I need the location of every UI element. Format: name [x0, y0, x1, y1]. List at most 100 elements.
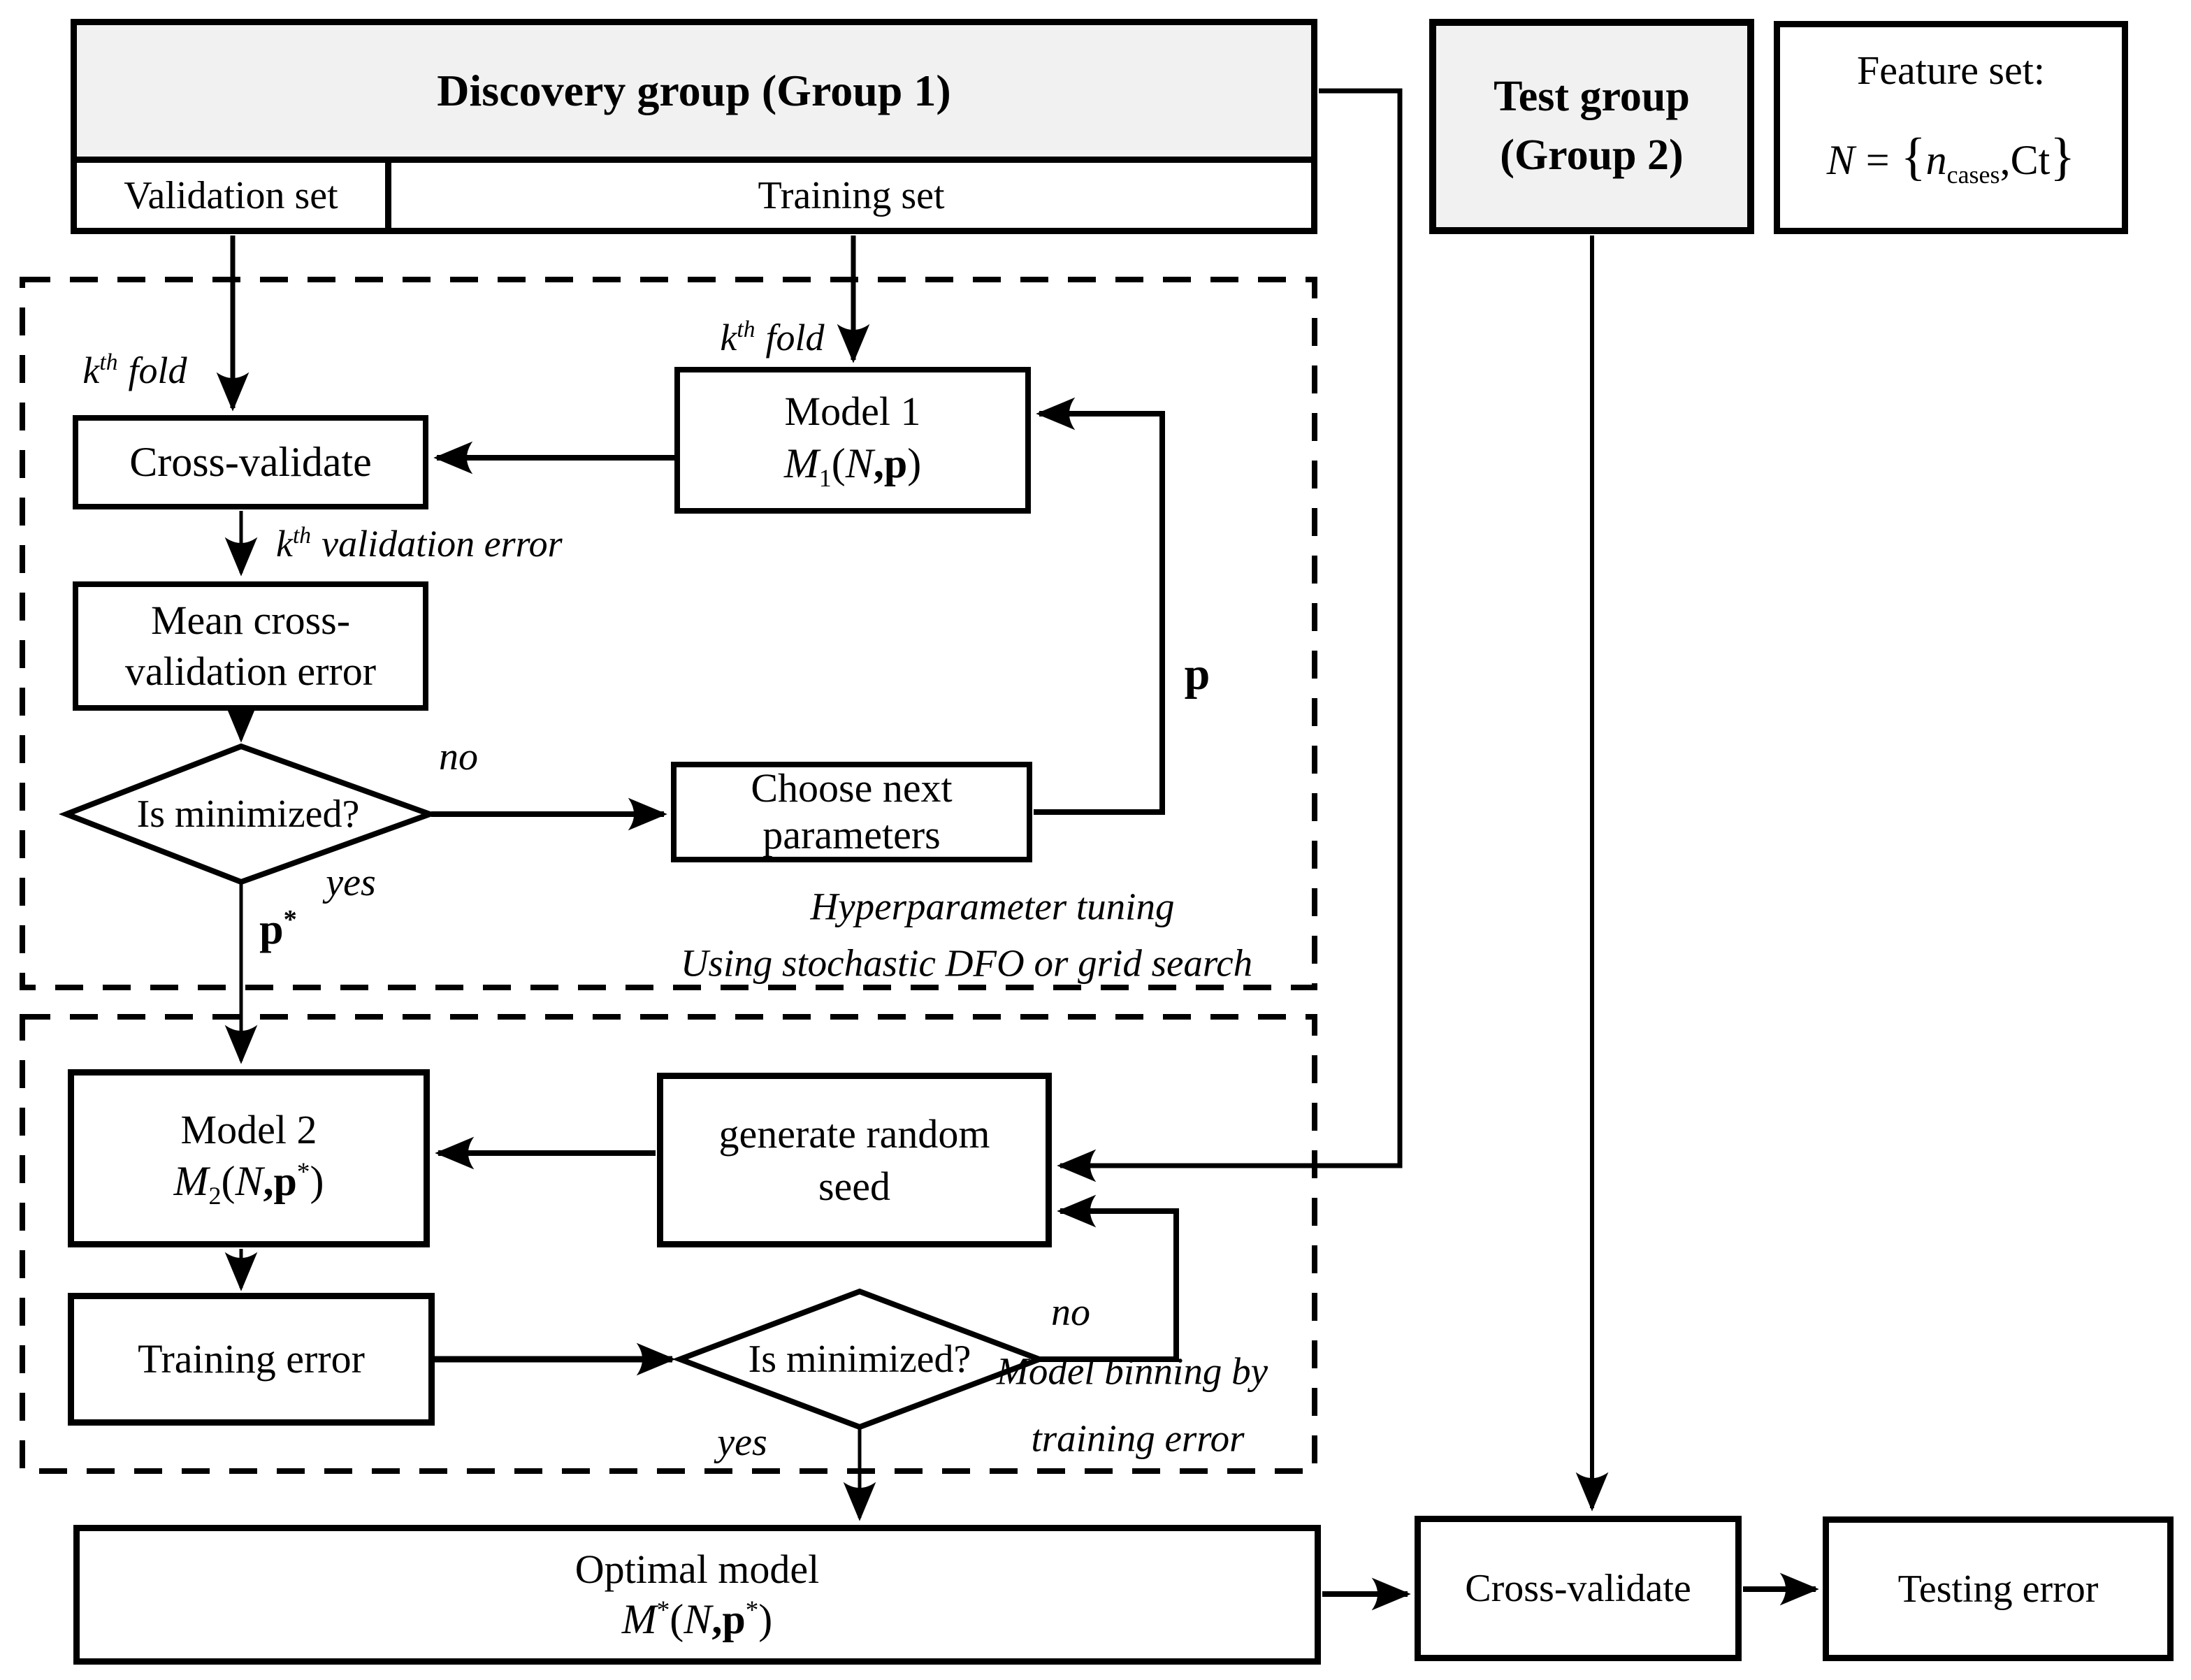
optimal-model-formula: M*(N,p*) — [622, 1594, 773, 1644]
discovery-group-table: Discovery group (Group 1) Validation set… — [71, 19, 1317, 234]
cross-validate-box-2: Cross-validate — [1415, 1516, 1742, 1661]
tuning-caption-line1: Hyperparameter tuning — [810, 885, 1175, 928]
model-1-close: ) — [907, 440, 922, 486]
model-2-open: ( — [221, 1158, 236, 1205]
kth-fold-right-sup: th — [737, 317, 755, 342]
optimal-msup: * — [656, 1595, 670, 1625]
diamond-1-no-label: no — [439, 735, 478, 779]
feature-set-box: Feature set: N={ncases,Ct} — [1774, 21, 2128, 234]
diamond-1-label: Is minimized? — [136, 792, 360, 836]
arrow-discovery-to-seed — [1057, 88, 1403, 1182]
feature-symbol-n: n — [1925, 136, 1947, 183]
training-error-label: Training error — [138, 1335, 365, 1382]
kth-fold-left-sup: th — [99, 349, 118, 375]
kth-val-sup: th — [292, 523, 312, 549]
generate-seed-box: generate random seed — [657, 1073, 1052, 1247]
model-2-m: M — [173, 1158, 209, 1205]
optimal-model-box: Optimal model M*(N,p*) — [73, 1525, 1321, 1665]
kth-fold-left-rest: fold — [128, 349, 187, 391]
testing-error-box: Testing error — [1823, 1516, 2174, 1661]
choose-line2: parameters — [762, 812, 941, 857]
diamond-is-minimized-1 — [58, 743, 438, 885]
model-2-comma: , — [263, 1158, 274, 1205]
model-2-title: Model 2 — [180, 1106, 317, 1152]
model-2-sub: 2 — [208, 1182, 222, 1210]
optimal-open: ( — [670, 1595, 684, 1642]
mean-cv-line1: Mean cross- — [150, 598, 351, 643]
kth-fold-left-k: k — [82, 349, 100, 391]
arrow-diamond2-no-to-seed — [1039, 1194, 1179, 1362]
cross-validate-box-1: Cross-validate — [73, 415, 428, 509]
model-1-p: p — [883, 440, 908, 486]
model-binning-dashed-frame — [20, 1014, 1317, 1474]
choose-parameters-box: Choose next parameters — [671, 762, 1032, 862]
open-brace: { — [1900, 127, 1926, 186]
discovery-group-header: Discovery group (Group 1) — [77, 25, 1311, 163]
optimal-n: N — [684, 1595, 712, 1642]
model-1-formula: M1(N,p) — [784, 437, 921, 494]
test-group-line1: Test group — [1494, 73, 1690, 121]
discovery-group-row: Validation set Training set — [77, 163, 1311, 228]
seed-line1: generate random — [718, 1110, 990, 1157]
close-brace: } — [2050, 127, 2076, 186]
feature-set-formula: N={ncases,Ct} — [1827, 124, 2076, 191]
feature-symbol-N: N — [1826, 136, 1855, 183]
diamond-2-label: Is minimized? — [748, 1338, 971, 1381]
mean-cv-error-box: Mean cross- validation error — [73, 581, 428, 711]
model-1-m: M — [783, 440, 819, 486]
model-1-comma: , — [873, 440, 884, 486]
diamond-1-yes-label: yes — [326, 861, 376, 904]
feature-set-title: Feature set: — [1857, 48, 2045, 93]
kth-val-k: k — [276, 523, 293, 565]
diamond-2-yes-label: yes — [717, 1421, 767, 1464]
model-1-box: Model 1 M1(N,p) — [674, 367, 1031, 514]
validation-set-label: Validation set — [124, 173, 338, 217]
model-1-open: ( — [831, 440, 846, 486]
training-set-label: Training set — [758, 173, 945, 217]
arrow-choose-to-model1-p-loop — [1034, 397, 1165, 815]
optimal-model-title: Optimal model — [574, 1547, 820, 1593]
binning-caption-line2: training error — [1031, 1417, 1245, 1460]
model-1-title: Model 1 — [784, 389, 921, 435]
binning-caption-line1: Model binning by — [997, 1349, 1268, 1393]
optimal-close: ) — [758, 1595, 773, 1642]
model-2-close: ) — [310, 1158, 324, 1205]
discovery-group-title: Discovery group (Group 1) — [437, 66, 951, 115]
testing-error-label: Testing error — [1897, 1567, 2099, 1611]
tuning-caption-line2: Using stochastic DFO or grid search — [680, 941, 1253, 985]
seed-line2: seed — [818, 1164, 891, 1209]
p-label: p — [1184, 649, 1210, 700]
test-group-line2: (Group 2) — [1500, 131, 1684, 179]
model-2-box: Model 2 M2(N,p*) — [68, 1069, 430, 1247]
kth-fold-right-rest: fold — [765, 317, 825, 359]
diamond-2-no-label: no — [1051, 1291, 1090, 1334]
choose-line1: Choose next — [751, 765, 953, 811]
optimal-p: p — [722, 1595, 746, 1642]
feature-symbol-ct: Ct — [2010, 136, 2051, 183]
p-star-label: p* — [259, 904, 297, 955]
feature-comma: , — [2000, 136, 2011, 183]
kth-fold-right-k: k — [720, 317, 737, 359]
validation-set-cell: Validation set — [77, 163, 391, 228]
model-1-sub: 1 — [818, 463, 832, 492]
cross-validate-1-label: Cross-validate — [129, 439, 372, 485]
cross-validate-2-label: Cross-validate — [1465, 1567, 1691, 1610]
model-2-p: p — [273, 1158, 297, 1205]
model-2-formula: M2(N,p*) — [174, 1155, 324, 1212]
optimal-m: M — [621, 1595, 657, 1642]
equals-sign: = — [1865, 136, 1890, 183]
feature-subscript-cases: cases — [1946, 160, 2000, 189]
p-star-sup: * — [283, 905, 297, 935]
optimal-comma: , — [711, 1595, 723, 1642]
model-2-n: N — [235, 1158, 263, 1205]
diamond-is-minimized-2 — [672, 1288, 1048, 1431]
model-1-n: N — [845, 440, 874, 486]
optimal-psup: * — [745, 1595, 759, 1625]
p-star-base: p — [259, 905, 284, 953]
training-set-cell: Training set — [391, 163, 1311, 228]
